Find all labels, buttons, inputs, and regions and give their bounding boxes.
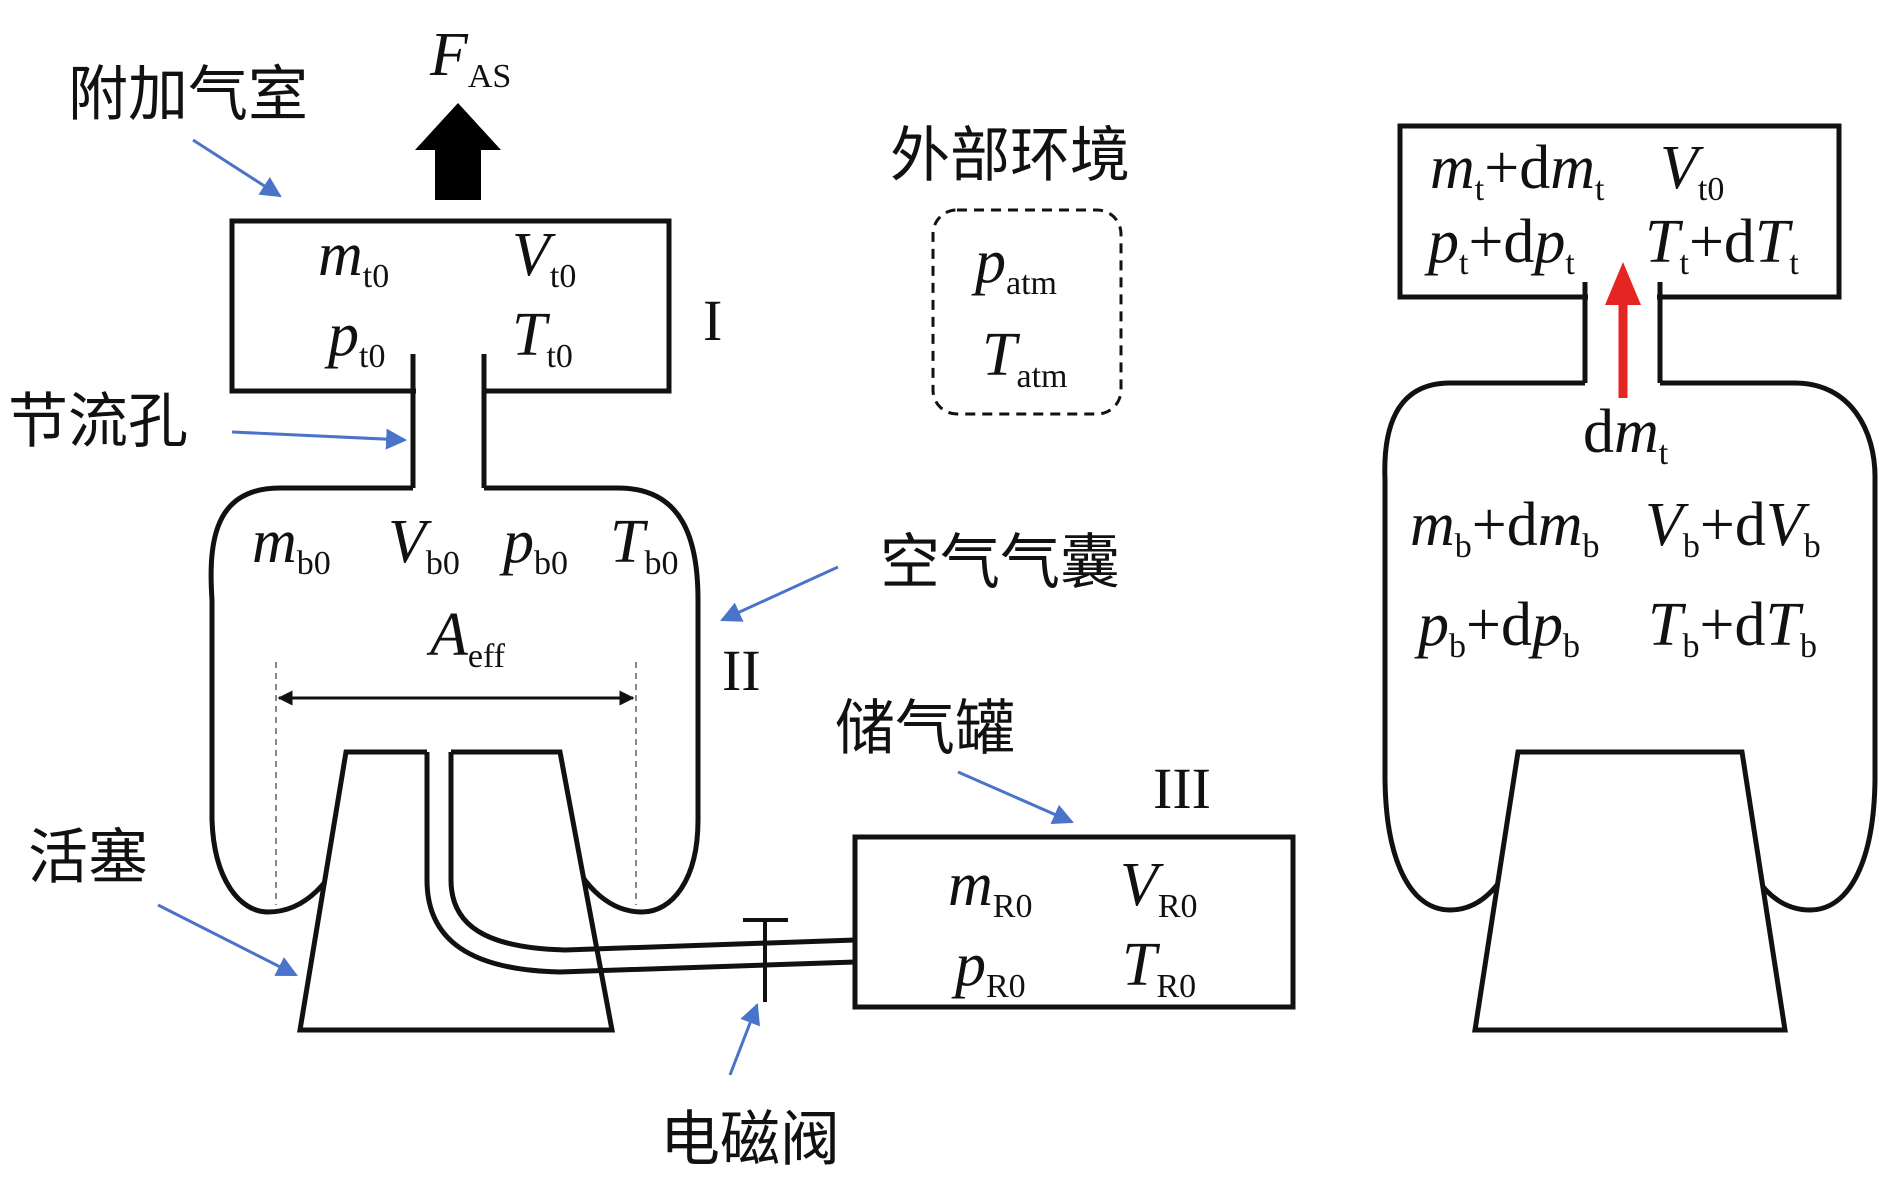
right-piston-outline [1472, 749, 1788, 1033]
var-p-R0: pR0 [951, 931, 1026, 1005]
label-environment: 外部环境 [890, 121, 1130, 191]
right-var-mt: mt+dmt [1430, 134, 1605, 208]
var-T-t0: Tt0 [512, 301, 573, 375]
var-p-b0: pb0 [499, 508, 568, 582]
reservoir-box [852, 834, 1296, 1010]
label-orifice: 节流孔 [8, 387, 188, 457]
right-var-Vb: Vb+dVb [1645, 491, 1821, 565]
right-var-pt: pt+dpt [1424, 208, 1575, 282]
roman-III: III [1153, 756, 1211, 821]
pointer-valve [728, 1003, 760, 1076]
right-air-bag-outline [1382, 380, 1878, 913]
right-var-Vt0: Vt0 [1660, 134, 1724, 208]
flow-arrow-head [1605, 262, 1641, 305]
var-V-t0: Vt0 [512, 221, 576, 295]
pointer-air-bag [720, 565, 839, 622]
label-piston: 活塞 [28, 823, 148, 893]
pointer-piston [157, 903, 298, 977]
hose-inner [448, 752, 856, 953]
right-var-mb: mb+dmb [1410, 491, 1600, 565]
var-A-eff: Aeff [426, 601, 506, 675]
air-bag-outline [208, 485, 701, 915]
var-T-atm: Tatm [982, 321, 1067, 395]
var-m-b0: mb0 [252, 508, 331, 582]
label-reservoir: 储气罐 [835, 694, 1015, 764]
label-air-bag: 空气气囊 [880, 528, 1120, 598]
right-var-pb: pb+dpb [1414, 591, 1580, 665]
environment-box [931, 208, 1123, 416]
var-m-t0: mt0 [318, 221, 389, 295]
pointer-reservoir [957, 770, 1074, 825]
var-T-b0: Tb0 [610, 508, 678, 582]
var-m-R0: mR0 [948, 851, 1032, 925]
var-p-t0: pt0 [324, 301, 385, 375]
extra-chamber-box [229, 218, 672, 394]
right-var-Tt: Tt+dTt [1645, 208, 1799, 282]
piston-outline [297, 749, 616, 1033]
force-arrow [415, 103, 501, 200]
roman-I: I [703, 288, 722, 353]
var-V-R0: VR0 [1120, 851, 1198, 925]
var-V-b0: Vb0 [388, 508, 460, 582]
label-extra-chamber: 附加气室 [68, 60, 308, 130]
pointer-extra-chamber [192, 138, 282, 198]
pointer-orifice [231, 428, 408, 450]
var-T-R0: TR0 [1122, 931, 1196, 1005]
hose-outer [424, 752, 856, 975]
flow-label: dmt [1583, 398, 1669, 472]
force-label: FAS [429, 21, 511, 95]
roman-II: II [722, 638, 761, 703]
label-valve: 电磁阀 [660, 1105, 840, 1175]
var-p-atm: patm [971, 228, 1057, 302]
right-var-Tb: Tb+dTb [1648, 591, 1817, 665]
